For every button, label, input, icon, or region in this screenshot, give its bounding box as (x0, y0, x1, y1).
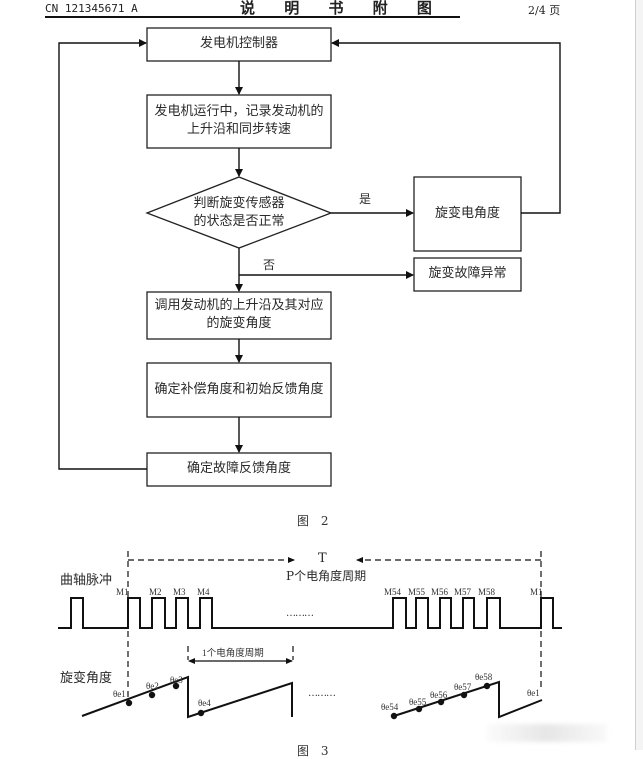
node-record-line1: 发电机运行中，记录发动机的 (154, 104, 324, 119)
patent-page: CN 121345671 A 说 明 书 附 图 2/4 页 (45, 0, 607, 758)
point-theta-e3 (172, 682, 180, 690)
angle-label-e55: θe55 (409, 697, 427, 707)
watermark (487, 724, 607, 742)
node-decision-line1: 判断旋变传感器 (193, 196, 285, 211)
vertical-scrollbar[interactable] (635, 0, 643, 750)
box-resolver-angle (413, 176, 522, 252)
period-description: P个电角度周期 (286, 569, 367, 583)
crank-pulse-right (330, 597, 562, 629)
pulse-label-m54: M54 (384, 587, 402, 597)
point-theta-e58 (483, 682, 491, 690)
pulse-label-m58: M58 (478, 587, 496, 597)
period-symbol: T (318, 551, 327, 566)
pulse-label-m55: M55 (408, 587, 426, 597)
point-theta-e56 (437, 698, 445, 706)
point-theta-e54 (390, 712, 398, 720)
resolver-ramp-2 (393, 680, 543, 719)
point-theta-e1 (125, 699, 133, 707)
angle-label-e4: θe4 (198, 698, 211, 708)
figure-3-caption: 图 3 (297, 744, 333, 758)
ellipsis-crank: ……… (286, 608, 314, 619)
crank-pulse-left (58, 597, 330, 629)
arrow-loop-back (58, 39, 147, 470)
arrow-resolver-back (331, 39, 561, 214)
node-record-line2: 上升沿和同步转速 (186, 122, 291, 137)
page-number: 2/4 页 (528, 4, 561, 17)
doc-number: CN 121345671 A (45, 2, 138, 15)
angle-label-e1-end: θe1 (527, 688, 540, 698)
pulse-label-m57: M57 (454, 587, 472, 597)
resolver-angle-label: 旋变角度 (60, 671, 113, 686)
node-resolver-fault: 旋变故障异常 (428, 266, 507, 281)
point-theta-e4 (197, 709, 205, 717)
pulse-label-m4: M4 (197, 587, 210, 597)
box-resolver-fault (413, 257, 522, 292)
edge-label-no: 否 (263, 258, 276, 272)
angle-label-e1: θe1 (113, 689, 126, 699)
node-call-line1: 调用发动机的上升沿及其对应 (154, 298, 324, 313)
page-title: 说 明 书 附 图 (240, 0, 444, 17)
edge-label-yes: 是 (359, 192, 372, 206)
angle-label-e3: θe3 (170, 675, 183, 685)
pulse-label-m56: M56 (431, 587, 449, 597)
one-period-label: 1个电角度周期 (202, 649, 264, 659)
pulse-label-m3: M3 (173, 587, 186, 597)
pulse-label-m1: M1 (116, 587, 129, 597)
node-controller: 发电机控制器 (199, 36, 278, 51)
crank-pulse-label: 曲轴脉冲 (60, 573, 113, 588)
angle-label-e57: θe57 (454, 682, 472, 692)
angle-label-e56: θe56 (430, 690, 448, 700)
pulse-label-m1-end: M1 (530, 587, 543, 597)
resolver-ramp-1 (81, 675, 293, 719)
point-theta-e2 (148, 691, 156, 699)
angle-label-e58: θe58 (475, 672, 493, 682)
node-resolver-angle: 旋变电角度 (434, 206, 500, 221)
ellipsis-resolver: ……… (308, 688, 336, 699)
angle-label-e54: θe54 (381, 702, 399, 712)
angle-label-e2: θe2 (146, 681, 159, 691)
point-theta-e57 (460, 691, 468, 699)
node-compensate: 确定补偿角度和初始反馈角度 (154, 382, 324, 397)
node-call-line2: 的旋变角度 (206, 316, 272, 331)
diagram-canvas (58, 27, 562, 720)
header-rule (45, 16, 460, 18)
pulse-label-m2: M2 (149, 587, 162, 597)
node-fault-feedback: 确定故障反馈角度 (186, 461, 291, 476)
node-decision-line2: 的状态是否正常 (193, 214, 285, 229)
figure-2-caption: 图 2 (297, 514, 333, 528)
point-theta-e55 (415, 705, 423, 713)
